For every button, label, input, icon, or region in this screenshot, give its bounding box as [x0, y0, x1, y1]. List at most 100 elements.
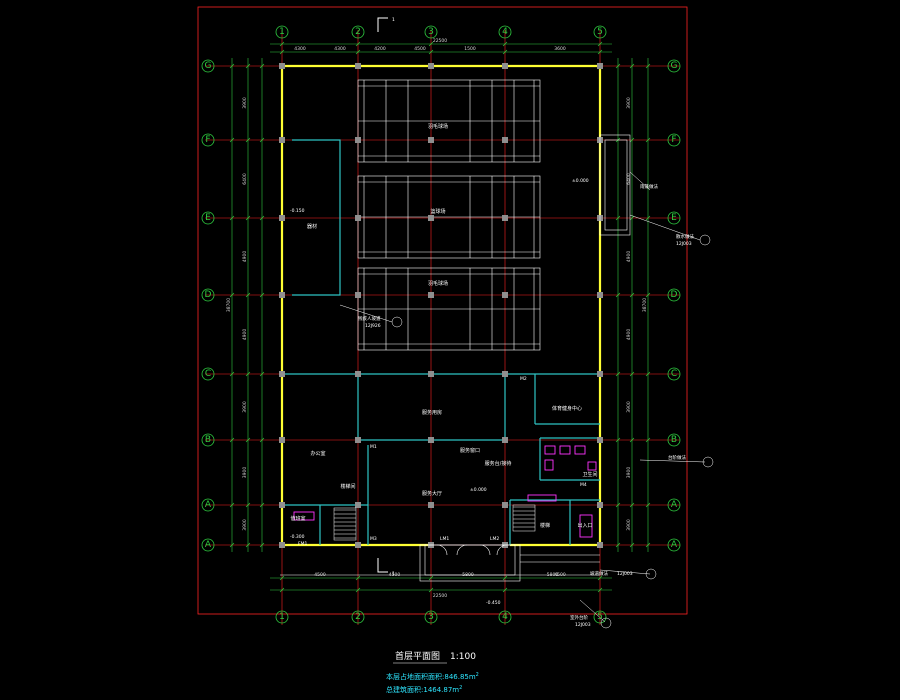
dim-tick-col-4-2	[597, 575, 603, 581]
callout-0-ref: 12J003	[676, 241, 692, 247]
door-tag-5: LM2	[490, 536, 499, 542]
room-label-duty: 值班室	[290, 515, 305, 522]
grid-row-left-5-label: B	[205, 435, 211, 445]
dim-tick-col-2-2	[428, 575, 434, 581]
grid-col-top-3-circle	[498, 25, 512, 39]
room-label-court-2: 篮球场	[430, 208, 445, 215]
dim-tick-row-7-2	[259, 542, 265, 548]
dim-tick-row-0-5	[645, 63, 651, 69]
dim-tick-row-6-2	[259, 502, 265, 508]
dim-tick-row-4-3	[615, 371, 621, 377]
dim-right-part-5: 3900	[626, 467, 632, 479]
section-mark-top: 1	[392, 17, 395, 23]
dim-tick-col-0-1	[279, 49, 285, 55]
dim-tick-row-6-4	[629, 502, 635, 508]
column	[428, 137, 434, 143]
dim-tick-col-4-3	[597, 587, 603, 593]
column	[428, 502, 434, 508]
room-label-stair-left: 楼梯间	[340, 483, 355, 490]
dim-top-part-5: 3600	[554, 46, 566, 52]
grid-col-bottom-3-circle	[498, 610, 512, 624]
callout-0-text: 散水做法	[676, 233, 694, 240]
column	[428, 437, 434, 443]
courts	[357, 79, 541, 351]
room-label-office-center: 服务用房	[422, 409, 442, 416]
grid-col-top-1-label: 2	[355, 27, 361, 37]
door-tag-3: M4	[580, 482, 587, 488]
grid-col-bottom-0-label: 1	[279, 612, 285, 622]
dim-top-part-3: 4500	[414, 46, 426, 52]
column	[502, 502, 508, 508]
dim-tick-row-5-3	[615, 437, 621, 443]
room-label-office-right: 体育健身中心	[552, 405, 582, 412]
dim-tick-row-5-4	[629, 437, 635, 443]
dim-tick-row-7-4	[629, 542, 635, 548]
callout-texts: 散水做法 12J003 残疾人坡道 12J926 台阶做法 坡道做法 12J00…	[358, 183, 694, 628]
section-marks	[377, 17, 388, 573]
dim-top-total: 22500	[433, 38, 447, 44]
interior-partitions	[282, 139, 600, 545]
column	[428, 292, 434, 298]
columns	[279, 63, 603, 548]
grid-row-left-6-label: A	[205, 500, 212, 510]
room-label-entrance: 出入口	[577, 522, 592, 529]
site-boundary	[197, 6, 688, 615]
grid-col-bottom-0-circle	[275, 610, 289, 624]
room-label-hall: 服务大厅	[422, 490, 442, 497]
dim-right-part-0: 3900	[626, 97, 632, 109]
room-label-service-counter: 服务台/接待	[485, 460, 512, 467]
dim-tick-col-0-2	[279, 575, 285, 581]
column	[355, 542, 361, 548]
grid-row-right-3-circle	[667, 288, 681, 302]
dim-tick-row-3-0	[229, 292, 235, 298]
dim-tick-row-3-5	[645, 292, 651, 298]
grid-row-right-5-circle	[667, 433, 681, 447]
dim-tick-row-4-5	[645, 371, 651, 377]
grid-row-left-7-label: A	[205, 540, 212, 550]
callout-4-ref: 12J003	[575, 622, 591, 628]
grid-col-bottom-2-label: 3	[428, 612, 434, 622]
axis-lines	[205, 30, 680, 625]
dim-tick-col-3-3	[502, 587, 508, 593]
callout-2-text: 台阶做法	[668, 454, 686, 461]
dim-tick-row-2-1	[245, 215, 251, 221]
dim-right-part-2: 4900	[626, 251, 632, 263]
room-label-wc: 卫生间	[582, 471, 597, 478]
grid-col-top-2-circle	[424, 25, 438, 39]
dim-tick-row-4-2	[259, 371, 265, 377]
dim-tick-row-7-5	[645, 542, 651, 548]
dim-tick-col-1-1	[355, 49, 361, 55]
column	[279, 437, 285, 443]
dim-tick-row-3-2	[259, 292, 265, 298]
dim-tick-col-4-0	[597, 41, 603, 47]
column	[279, 542, 285, 548]
dim-tick-row-0-0	[229, 63, 235, 69]
level-floor: ±0.000	[572, 178, 589, 184]
side-ramp	[280, 554, 600, 576]
dim-tick-row-7-3	[615, 542, 621, 548]
dim-left-part-5: 3900	[242, 467, 248, 479]
dim-tick-row-2-2	[259, 215, 265, 221]
grid-row-left-7-circle	[201, 538, 215, 552]
dim-tick-row-1-4	[629, 137, 635, 143]
dim-top-part-2: 4200	[374, 46, 386, 52]
column	[355, 292, 361, 298]
dim-tick-row-0-4	[629, 63, 635, 69]
dim-tick-col-0-3	[279, 587, 285, 593]
column	[279, 137, 285, 143]
level-outdoor: -0.450	[486, 600, 501, 606]
level-marks: ±0.000 ±0.000 -0.450 -0.300 -0.150	[290, 178, 589, 606]
grid-col-bottom-3-label: 4	[502, 612, 508, 622]
callout-1-ref: 12J926	[365, 323, 381, 329]
column	[279, 371, 285, 377]
dim-tick-row-6-1	[245, 502, 251, 508]
column	[597, 371, 603, 377]
exterior-walls	[280, 64, 602, 547]
column	[428, 215, 434, 221]
grid-col-bottom-1-label: 2	[355, 612, 361, 622]
dim-tick-col-2-0	[428, 41, 434, 47]
dim-tick-row-4-1	[245, 371, 251, 377]
grid-col-top-4-circle	[593, 25, 607, 39]
